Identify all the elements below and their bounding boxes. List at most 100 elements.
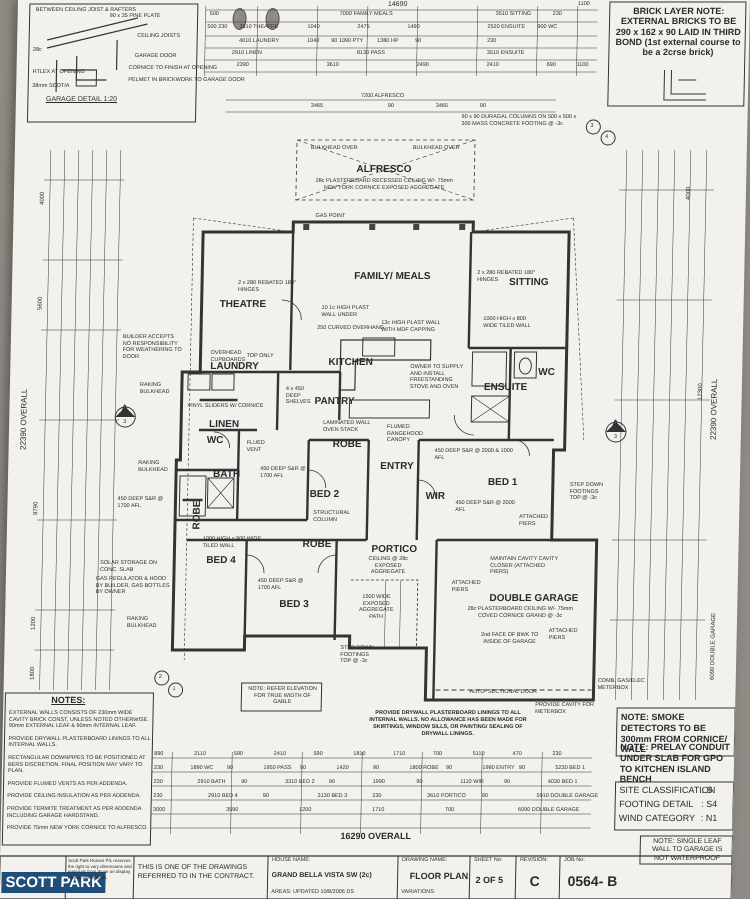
structural-column-note: STRUCTURAL COLUMN — [313, 510, 351, 523]
room-family-meals: FAMILY/ MEALS — [354, 271, 431, 282]
bottom-dim-text: 90 — [372, 765, 380, 771]
note-item: PROVIDE DRYWALL PLASTERBOARD LININGS TO … — [8, 735, 151, 749]
job-label: JOB No: — [563, 857, 585, 863]
bottom-dim-text: 5910 DOUBLE GARAGE — [536, 793, 599, 799]
bottom-dim-text: 3000 — [152, 807, 166, 813]
bottom-dim-text: 3310 BED 2 — [284, 779, 315, 785]
bottom-dim-text: 230 — [153, 765, 164, 771]
section-sheet-ref: 3 — [123, 419, 127, 425]
room-robe: ROBE — [191, 500, 203, 530]
section-marker-a: A — [121, 403, 129, 413]
bottom-dim-text: 90 — [503, 779, 511, 785]
shelf-rail-note: 450 DEEP S&R @ 2000 & 1000 AFL — [434, 448, 513, 461]
raking-bulkhead-note: RAKING BULKHEAD — [138, 460, 168, 473]
room-robe: ROBE — [302, 539, 332, 550]
section-sheet-ref: 3 — [613, 434, 617, 440]
dim-text: 900 WC — [537, 24, 558, 30]
mdf-note: 13c HIGH PLAST WALL WITH MDF CAPPING — [381, 320, 441, 333]
attached-piers-note: ATTACHED PIERS — [518, 514, 549, 527]
rangehood-note: FLUMED RANGEHOOD CANOPY — [386, 424, 424, 444]
bottom-dim-text: 90 — [262, 793, 270, 799]
bulkhead-label: BULKHEAD OVER — [412, 145, 460, 151]
garage-detail-note: HTLEX AT OPENING — [32, 69, 85, 75]
raking-bulkhead-note: RAKING BULKHEAD — [139, 382, 170, 395]
bottom-dim-text: 90 — [226, 765, 234, 771]
bottom-dim-text: 230 — [372, 793, 382, 799]
dim-text: 3510 THEATRE — [239, 24, 279, 30]
dim-text: 3510 ENSUITE — [486, 50, 525, 56]
columns-note: 90 x 90 DURAGAL COLUMNS ON 500 x 500 x 3… — [461, 114, 577, 127]
right-dim: 4000 — [685, 186, 693, 200]
meterbox-label: COMB. GAS/ELEC METERBOX — [597, 678, 645, 691]
shelf-rail-note: 450 DEEP S&R @ 2000 AFL — [455, 500, 515, 513]
dim-text: 90 — [387, 103, 394, 109]
bottom-dim-text: 2410 — [273, 751, 286, 757]
dim-text: 3510 SITTING — [495, 11, 532, 17]
wind-category-label: WIND CATEGORY — [618, 813, 696, 823]
left-dim: 4000 — [39, 191, 46, 205]
sheet-number: 2 OF 5 — [475, 875, 504, 885]
dim-text: 8130 PASS — [356, 50, 385, 56]
garage-detail-note: GARAGE DOOR — [134, 53, 177, 59]
left-dim: 9790 — [33, 501, 40, 515]
dim-text: 230 — [487, 38, 497, 44]
footing-detail-label: FOOTING DETAIL — [619, 799, 694, 809]
garage-detail-note: 28c — [32, 47, 42, 53]
cavity-closer-note: MAINTAIN CAVITY CAVITY CLOSER (ATTACHED … — [489, 556, 559, 576]
bottom-dim-text: 1420 — [336, 765, 349, 771]
bottom-dim-text: 5110 — [472, 751, 485, 757]
contract-note: THIS IS ONE OF THE DRAWINGS REFERRED TO … — [137, 864, 255, 880]
flued-vent-note: FLUED VENT — [246, 440, 265, 453]
room-alfresco: ALFRESCO — [356, 164, 412, 175]
bottom-dim-text: 1990 ENTRY — [482, 765, 515, 771]
hinges-note: 2 x 280 REBATED 180° HINGES — [237, 280, 297, 293]
shelf-rail-note: 450 DEEP S&R @ 1700 AFL — [259, 466, 306, 479]
bottom-overall-dim: 16290 OVERALL — [340, 831, 412, 841]
cavity-meterbox-label: PROVIDE CAVITY FOR METERBOX — [535, 702, 595, 715]
bottom-dim-text: 3130 BED 3 — [317, 793, 348, 799]
garage-detail-title: GARAGE DETAIL 1:20 — [45, 96, 118, 103]
bottom-dim-text: 230 — [552, 751, 562, 757]
bottom-dim-text: 90 — [328, 779, 335, 785]
room-kitchen: KITCHEN — [328, 357, 373, 368]
bottom-dim-text: 3610 PORTICO — [427, 793, 466, 799]
dim-text: 90 — [415, 38, 422, 44]
bottom-dim-text: 590 — [313, 751, 323, 757]
areas-note: AREAS: UPDATED 10/8/2006 DS — [271, 889, 355, 895]
room-portico: PORTICO — [371, 544, 418, 555]
bottom-dim-text: 90 — [241, 779, 248, 785]
left-overall-dim: 22390 OVERALL — [18, 388, 29, 450]
drywall-note: PROVIDE DRYWALL PLASTERBOARD LININGS TO … — [369, 710, 527, 738]
step-down-note: STEP DOWN FOOTINGS TOP @ -3c — [569, 482, 604, 502]
job-number: 0564- B — [567, 873, 618, 889]
refer-elevation-note: NOTE: REFER ELEVATION FOR TRUE WIDTH OF … — [248, 686, 317, 706]
shelves-note: 4 x 450 DEEP SHELVES — [285, 386, 311, 406]
bottom-dim-text: 5230 BED 1 — [555, 765, 586, 771]
auto-door-label: AUTO- SECTIONAL DOOR — [469, 689, 538, 695]
dim-text: 1100 — [577, 1, 590, 7]
room-entry: ENTRY — [380, 461, 414, 472]
dim-text: 2390 — [236, 62, 249, 68]
bottom-dim-text: 1800 ROBE — [409, 765, 439, 771]
left-dim: 5600 — [37, 296, 44, 310]
bottom-dim-text: 1200 — [298, 807, 312, 813]
footing-detail-value: : S4 — [701, 799, 718, 809]
bottom-dim-text: 1110 WIR — [460, 779, 484, 785]
bottom-dim-text: 2910 BED 4 — [208, 793, 238, 799]
overall-width-dim: 14690 — [387, 1, 408, 8]
dim-text: 4010 LAUNDRY — [239, 38, 280, 44]
note-item: PROVIDE 75mm NEW YORK CORNICE TO ALFRESC… — [6, 825, 148, 832]
overhead-cupboards-note: OVERHEAD CUPBOARDS — [210, 350, 246, 363]
dim-text: 1040 — [307, 24, 320, 30]
garage-detail-note: PELMET IN BRICKWORK TO GARAGE DOOR — [128, 77, 245, 83]
dim-text: 2490 — [416, 62, 429, 68]
attached-piers-note: ATTACHED PIERS — [548, 628, 578, 641]
dim-text: 500 230 — [207, 24, 228, 30]
note-item: PROVIDE CEILING INSULATION AS PER ADDEND… — [7, 793, 141, 800]
note-item: PROVIDE FLUMED VENTS AS PER ADDENDA. — [7, 780, 128, 787]
dim-text: 1040 — [307, 38, 320, 44]
elevation-marker: 2 — [158, 674, 162, 680]
room-pantry: PANTRY — [314, 396, 355, 407]
dim-text: 90 1090 PTY — [331, 38, 364, 44]
dim-text: 90 — [479, 103, 486, 109]
